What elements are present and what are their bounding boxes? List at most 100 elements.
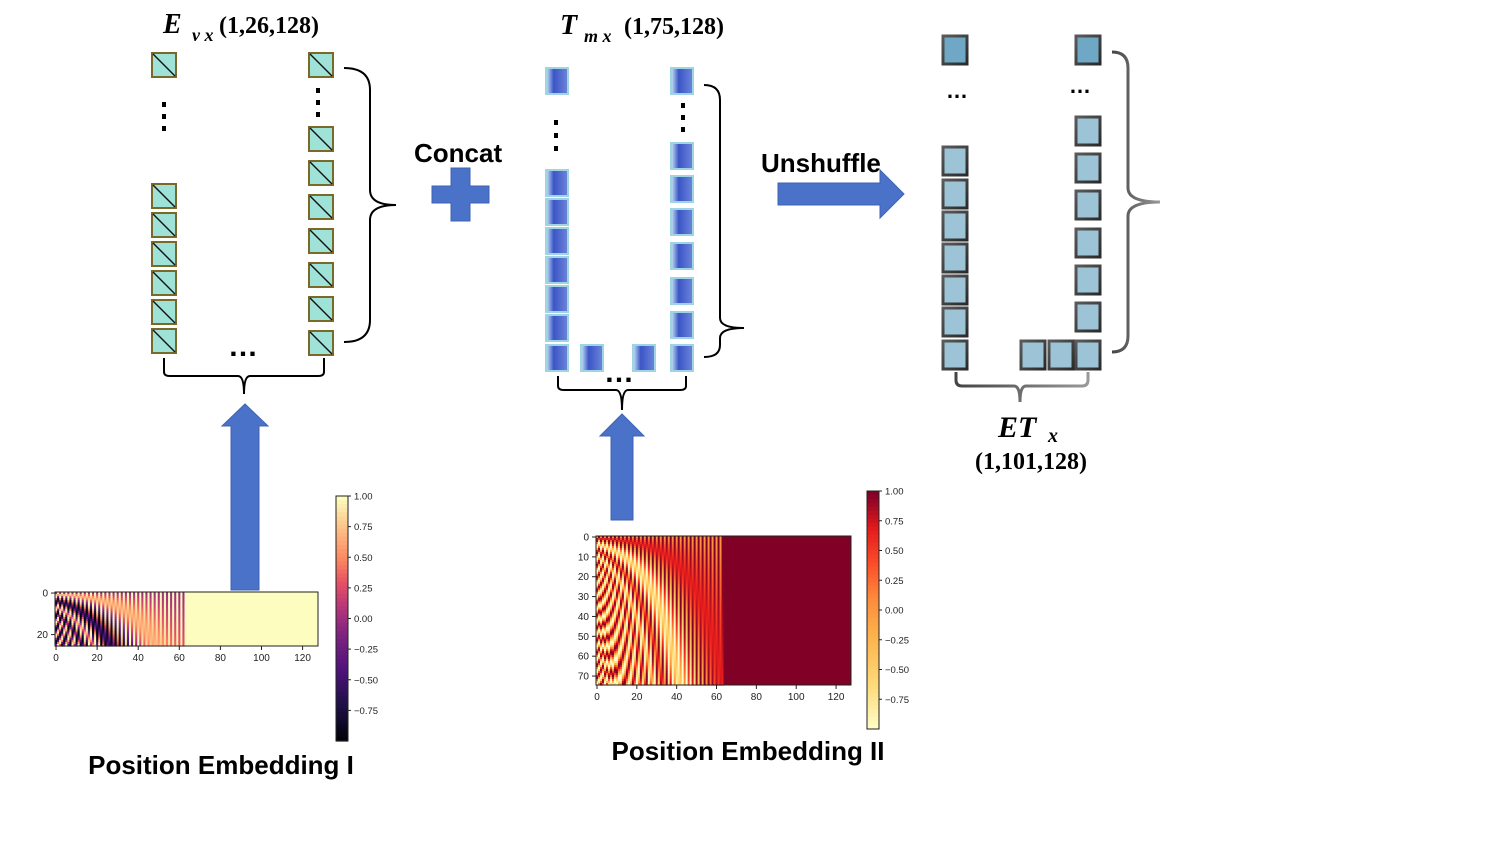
tm-token-cell (670, 277, 694, 305)
et-title: ET x (1,101,128) (975, 411, 1087, 475)
ev-token-cell (151, 241, 177, 267)
et-token-cell (941, 306, 969, 338)
plus-icon (431, 167, 490, 222)
x-tick-label: 40 (671, 692, 683, 703)
x-tick-label: 100 (788, 692, 805, 703)
colorbar-tick-label: −0.50 (354, 675, 378, 686)
up-arrow-2 (598, 413, 646, 521)
tm-token-cell (545, 344, 569, 372)
tm-token-cell (670, 208, 694, 236)
heatmap-2-frame (595, 535, 852, 686)
et-token-cell (941, 274, 969, 306)
et-token-cell (941, 339, 969, 371)
tm-title-shape: (1,75,128) (624, 14, 724, 40)
x-tick-label: 80 (751, 692, 763, 703)
x-tick-label: 80 (215, 653, 227, 664)
colorbar-tick-label: −0.75 (354, 706, 378, 717)
tm-token-cell (670, 242, 694, 270)
heatmap-1-frame (54, 591, 319, 647)
ev-token-cell (308, 160, 334, 186)
colorbar-tick-label: 0.50 (354, 553, 373, 564)
colorbar-tick-label: 0.75 (885, 516, 904, 527)
tm-ellipsis: … (604, 356, 634, 389)
colorbar-tick-label: 0.00 (885, 606, 904, 617)
et-token-cells (941, 34, 1102, 371)
y-tick-label: 30 (578, 592, 590, 603)
tm-token-cell (545, 227, 569, 255)
et-title-main: ET (997, 411, 1038, 444)
y-tick-label: 0 (42, 589, 48, 600)
ev-token-cell (308, 330, 334, 356)
tm-token-cell (580, 344, 604, 372)
et-token-cell (941, 178, 969, 210)
pe1-label: Position Embedding I (88, 750, 354, 780)
x-tick-label: 60 (711, 692, 723, 703)
et-title-sub: x (1047, 425, 1058, 447)
et-token-cell (941, 242, 969, 274)
et-token-cell (941, 34, 969, 66)
et-token-cell (1074, 227, 1102, 259)
x-tick-label: 60 (174, 653, 186, 664)
et-token-cell (1074, 301, 1102, 333)
colorbar-tick-label: 0.00 (354, 614, 373, 625)
ev-token-cell (308, 194, 334, 220)
colorbar-tick-label: 0.25 (885, 576, 904, 587)
colorbar-tick-label: −0.25 (354, 645, 378, 656)
colorbar-tick-label: 1.00 (885, 487, 904, 498)
ev-token-cell (151, 299, 177, 325)
x-tick-label: 20 (92, 653, 104, 664)
ev-title-sub: v x (192, 25, 214, 45)
y-tick-label: 40 (578, 612, 590, 623)
right-arrow (777, 168, 905, 220)
concat-label: Concat (414, 138, 502, 168)
ev-ellipsis: … (228, 330, 258, 363)
heatmap-1-y-ticks: 020 (37, 589, 55, 641)
et-token-cell (1074, 189, 1102, 221)
tm-token-cell (545, 67, 569, 95)
et-title-shape: (1,101,128) (975, 449, 1087, 475)
et-right-brace (1111, 50, 1161, 354)
x-tick-label: 120 (294, 653, 311, 664)
ev-title-shape: (1,26,128) (219, 13, 319, 39)
ev-right-brace (343, 67, 397, 343)
ev-token-cells (151, 52, 334, 356)
et-token-cell (1019, 339, 1047, 371)
et-token-cell (1074, 339, 1102, 371)
x-tick-label: 100 (253, 653, 270, 664)
up-arrow-1 (220, 403, 270, 591)
x-tick-label: 0 (53, 653, 59, 664)
tm-title: T m x (1,75,128) (560, 10, 724, 46)
ev-bottom-brace (163, 358, 325, 395)
x-tick-label: 0 (594, 692, 600, 703)
et-ellipsis-left: … (946, 78, 968, 103)
tm-token-cell (670, 142, 694, 170)
tm-title-sub: m x (584, 26, 612, 46)
et-token-cell (1074, 152, 1102, 184)
ev-token-cell (308, 262, 334, 288)
pe2-label: Position Embedding II (612, 736, 885, 766)
et-dots: … … (946, 73, 1091, 103)
ev-token-cell (151, 183, 177, 209)
tm-right-brace (703, 84, 745, 358)
colorbar-tick-label: 0.75 (354, 522, 373, 533)
tm-token-cell (670, 344, 694, 372)
ev-token-cell (308, 228, 334, 254)
et-token-cell (1074, 264, 1102, 296)
y-tick-label: 70 (578, 672, 590, 683)
ev-token-cell (308, 296, 334, 322)
ev-token-cell (308, 126, 334, 152)
et-token-cell (1074, 34, 1102, 66)
y-tick-label: 10 (578, 552, 590, 563)
tm-token-cell (545, 256, 569, 284)
colorbar-tick-label: 1.00 (354, 492, 373, 503)
heatmap-1-colorbar-ticks: 1.000.750.500.250.00−0.25−0.50−0.75 (348, 492, 378, 717)
unshuffle-label: Unshuffle (761, 148, 881, 178)
tm-token-cell (670, 67, 694, 95)
heatmap-1-image (55, 592, 318, 647)
tm-token-cell (545, 314, 569, 342)
y-tick-label: 20 (578, 572, 590, 583)
